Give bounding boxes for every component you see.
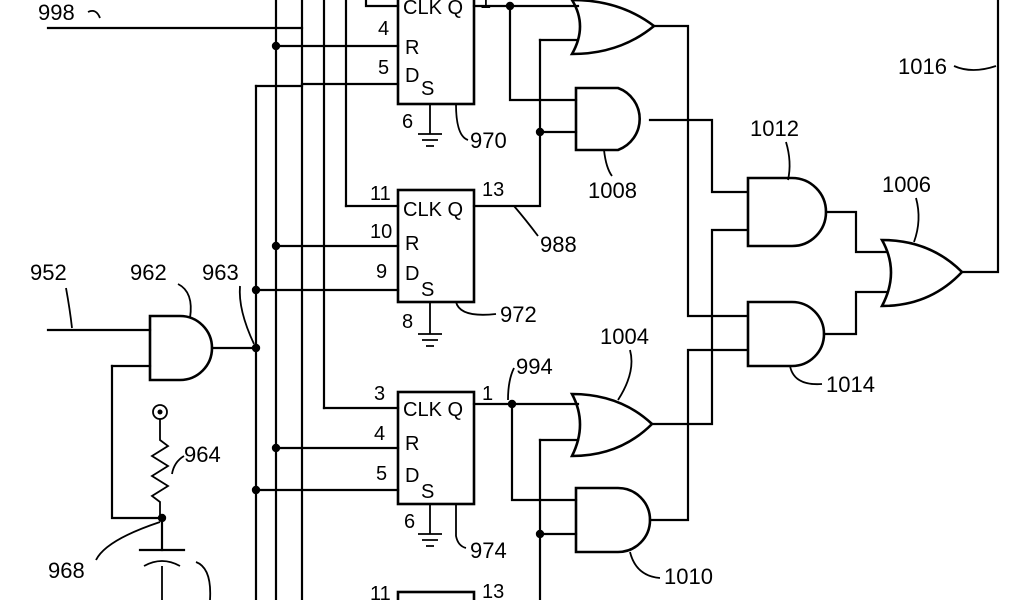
- flip-flop-970: CLK Q R D S 4 5 6 1: [378, 0, 491, 147]
- ff3-pin-q: 1: [482, 383, 493, 405]
- and-gate-1008: [574, 86, 641, 152]
- flip-flop-bottom: 11 13: [370, 581, 504, 600]
- ff3-d-label: D: [405, 465, 419, 487]
- and-gate-1012: [746, 176, 828, 248]
- ff2-pin-r: 10: [370, 221, 392, 243]
- ff1-pin-d: 5: [378, 57, 389, 79]
- bus-lines: [254, 0, 348, 600]
- reference-labels: 998 1016 952 962 963 964 968 970 988 972…: [30, 0, 997, 589]
- ff1-d-label: D: [405, 65, 419, 87]
- flip-flop-972: CLK Q R D S 11 10 9 8 13: [370, 179, 504, 347]
- ff3-pin-gnd: 6: [404, 511, 415, 533]
- ff2-d-label: D: [405, 263, 419, 285]
- label-970: 970: [470, 128, 507, 153]
- or-gate-top: [569, 0, 657, 56]
- label-994: 994: [516, 354, 553, 379]
- label-1014: 1014: [826, 372, 875, 397]
- label-974: 974: [470, 538, 507, 563]
- or-gate-1004: [569, 392, 654, 458]
- ff2-pin-clk: 11: [370, 183, 391, 205]
- or-gate-1006: [879, 238, 964, 308]
- label-1006: 1006: [882, 172, 931, 197]
- ff2-pin-q: 13: [482, 179, 504, 201]
- flip-flop-974: CLK Q R D S 3 4 5 6 1: [374, 383, 493, 547]
- lower-gate-wires: [472, 228, 750, 600]
- label-964: 964: [184, 442, 221, 467]
- ff3-clk-q-label: CLK Q: [403, 399, 463, 421]
- label-1016: 1016: [898, 54, 947, 79]
- label-963: 963: [202, 260, 239, 285]
- label-1004: 1004: [600, 324, 649, 349]
- label-1010: 1010: [664, 564, 713, 589]
- ff4-pin-q: 13: [482, 581, 504, 600]
- label-962: 962: [130, 260, 167, 285]
- ff2-clk-q-label: CLK Q: [403, 199, 463, 221]
- label-972: 972: [500, 302, 537, 327]
- label-988: 988: [540, 232, 577, 257]
- ff3-pin-r: 4: [374, 423, 385, 445]
- ff1-pin-gnd: 6: [402, 111, 413, 133]
- ff1-clk-q-label: CLK Q: [403, 0, 463, 19]
- ff3-r-label: R: [405, 433, 419, 455]
- ff3-pin-d: 5: [376, 463, 387, 485]
- upper-gate-wires: [472, 4, 750, 318]
- output-wires: [822, 0, 1000, 336]
- ff2-r-label: R: [405, 233, 419, 255]
- input-network: [46, 328, 258, 600]
- and-gate-1014: [746, 300, 826, 368]
- ff2-pin-d: 9: [376, 261, 387, 283]
- label-952: 952: [30, 260, 67, 285]
- ff2-pin-gnd: 8: [402, 311, 413, 333]
- label-998: 998: [38, 0, 75, 25]
- ff3-pin-clk: 3: [374, 383, 385, 405]
- label-1008: 1008: [588, 178, 637, 203]
- ff1-pin-r: 4: [378, 18, 389, 40]
- ff3-s-label: S: [421, 481, 434, 503]
- ff2-s-label: S: [421, 279, 434, 301]
- ff1-s-label: S: [421, 78, 434, 100]
- and-gate-962: [148, 314, 214, 382]
- ff1-r-label: R: [405, 37, 419, 59]
- ff4-pin-clk: 11: [370, 583, 391, 600]
- ff-input-wires: [46, 0, 400, 492]
- label-1012: 1012: [750, 116, 799, 141]
- and-gate-1010: [574, 486, 652, 554]
- label-968: 968: [48, 558, 85, 583]
